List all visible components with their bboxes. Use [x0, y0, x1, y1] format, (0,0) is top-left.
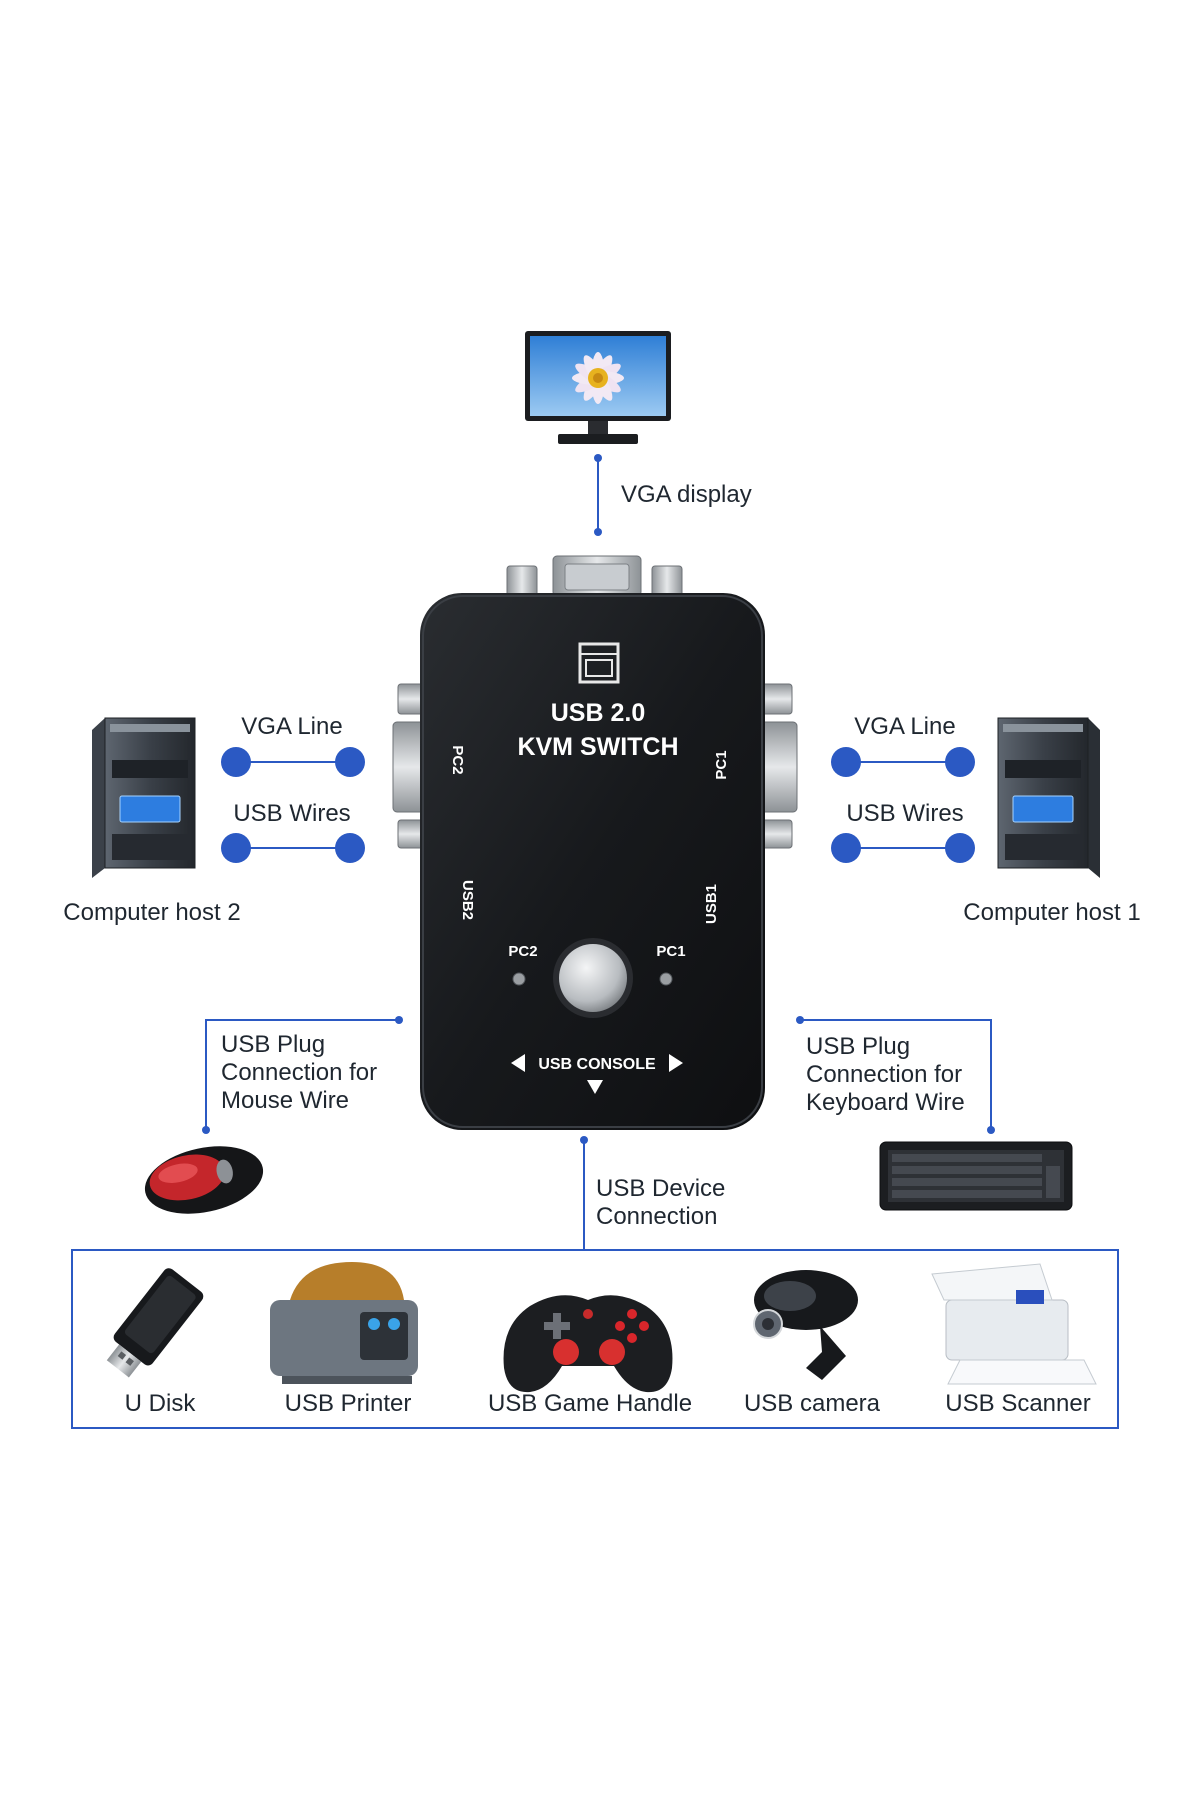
connector-dot: [202, 1126, 210, 1134]
connector-dot: [395, 1016, 403, 1024]
device-label-u-disk: U Disk: [125, 1390, 197, 1417]
port-label-pc2: PC2: [449, 745, 466, 774]
display-connector-dot: [594, 528, 602, 536]
switch-button[interactable]: [559, 944, 627, 1012]
keyboard-label-line2: Connection for: [806, 1061, 962, 1088]
vga-line-right-dot: [945, 747, 975, 777]
gamepad-icon: [503, 1295, 673, 1393]
usb-wires-right-dot: [945, 833, 975, 863]
mouse-icon: [144, 1146, 264, 1214]
usb-wires-right-dot: [831, 833, 861, 863]
vga-line-right-label: VGA Line: [854, 713, 955, 740]
mouse-connector-line: [205, 1019, 399, 1130]
keyboard-icon: [879, 1141, 1073, 1211]
port-label-pc1: PC1: [713, 750, 730, 779]
connector-dot: [580, 1136, 588, 1144]
usb-console-label: USB CONSOLE: [538, 1056, 656, 1073]
keyboard-label-line1: USB Plug: [806, 1033, 910, 1060]
keyboard-connector-line: [800, 1019, 992, 1130]
keyboard-label-line3: Keyboard Wire: [806, 1089, 965, 1116]
led-label-pc2: PC2: [508, 943, 537, 960]
led-pc1-icon: [659, 972, 673, 986]
computer-host-2-label: Computer host 2: [63, 899, 240, 926]
led-label-pc1: PC1: [656, 943, 685, 960]
mouse-label-line3: Mouse Wire: [221, 1087, 349, 1114]
usb-device-label-line2: Connection: [596, 1203, 717, 1230]
computer-host-1-icon: [997, 717, 1100, 878]
computer-host-1-label: Computer host 1: [963, 899, 1140, 926]
vga-display-label: VGA display: [621, 481, 752, 508]
vga-line-right-dot: [831, 747, 861, 777]
webcam-icon: [753, 1270, 858, 1380]
usb-devices-panel: [71, 1249, 1119, 1429]
usb-device-label-line1: USB Device: [596, 1175, 725, 1202]
kvm-model-line2: KVM SWITCH: [517, 733, 678, 761]
arrow-right-icon: [669, 1054, 683, 1072]
device-label-usb-camera: USB camera: [744, 1390, 881, 1417]
port-label-usb1: USB1: [703, 884, 720, 924]
kvm-model-line1: USB 2.0: [551, 699, 645, 727]
usb-wires-left-dot: [221, 833, 251, 863]
usb-wires-left-label: USB Wires: [233, 800, 350, 827]
display-connector-dot: [594, 454, 602, 462]
vga-line-left-dot: [335, 747, 365, 777]
usb-wires-left-dot: [335, 833, 365, 863]
kvm-switch-device: [392, 555, 798, 1130]
vga-line-left-label: VGA Line: [241, 713, 342, 740]
monitor-symbol-icon: [578, 642, 620, 684]
arrow-down-icon: [587, 1080, 603, 1094]
mouse-label-line2: Connection for: [221, 1059, 377, 1086]
vga-display-monitor-icon: [525, 331, 671, 444]
usb-flash-drive-icon: [106, 1268, 204, 1378]
device-label-usb-game-handle: USB Game Handle: [488, 1390, 692, 1417]
scanner-icon: [931, 1263, 1097, 1385]
device-label-usb-printer: USB Printer: [285, 1390, 412, 1417]
connector-dot: [987, 1126, 995, 1134]
vga-line-left-dot: [221, 747, 251, 777]
led-pc2-icon: [512, 972, 526, 986]
connector-dot: [796, 1016, 804, 1024]
printer-icon: [270, 1262, 418, 1384]
mouse-label-line1: USB Plug: [221, 1031, 325, 1058]
port-label-usb2: USB2: [459, 880, 476, 920]
usb-wires-right-label: USB Wires: [846, 800, 963, 827]
computer-host-2-icon: [92, 717, 196, 878]
arrow-left-icon: [511, 1054, 525, 1072]
device-label-usb-scanner: USB Scanner: [945, 1390, 1090, 1417]
